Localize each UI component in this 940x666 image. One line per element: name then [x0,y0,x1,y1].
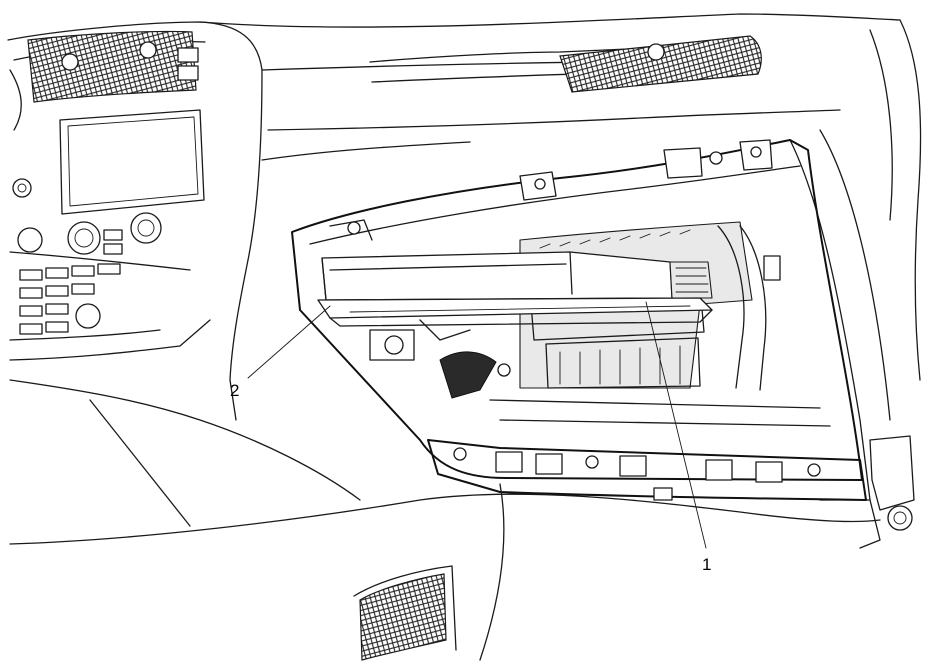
center-vent-grille [27,30,197,103]
center-stack [7,21,263,421]
side-bracket [869,435,915,511]
callout-2-label: 2 [230,381,239,400]
control-buttons [19,229,123,335]
callout-1: 1 [645,301,711,574]
upper-dash [199,13,901,161]
left-knob [67,221,101,255]
glovebox-opening [291,139,863,481]
callout-2-leader [247,305,331,379]
display-screen [59,109,205,215]
dash-vent-grille [559,35,762,93]
callout-1-leader [645,301,707,549]
dash-right-end [789,19,922,549]
cabin-air-filter [321,251,713,301]
lower-bin [427,399,867,501]
bin-clips [453,447,821,483]
floor-vent-grille [359,573,447,661]
callout-2: 2 [230,305,331,400]
side-bolt [887,505,913,531]
callout-1-label: 1 [702,555,711,574]
filter-cover [317,297,713,327]
right-knob [130,212,162,244]
lower-dash [9,379,881,661]
